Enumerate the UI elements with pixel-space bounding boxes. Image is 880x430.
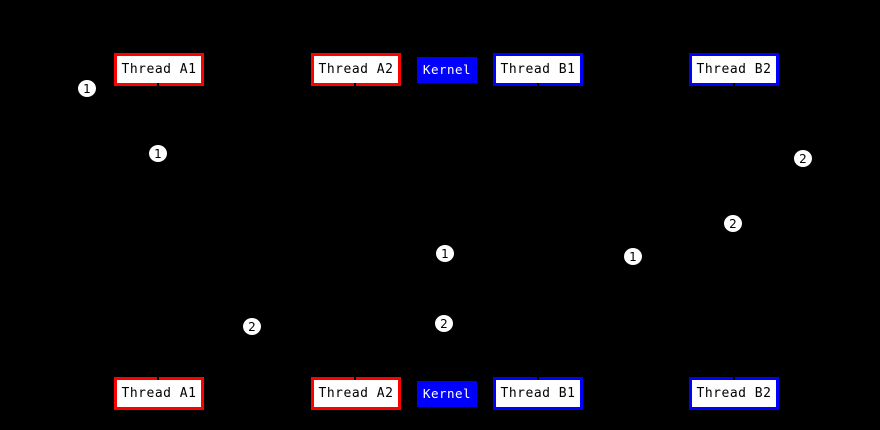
lifeline-tick-thread-a2-top bbox=[354, 83, 356, 90]
actor-box-thread-a2-bottom: Thread A2 bbox=[311, 377, 401, 410]
actor-box-thread-b2-top: Thread B2 bbox=[689, 53, 779, 86]
lifeline-tick-thread-b2-top bbox=[733, 83, 735, 90]
step-marker-8: 2 bbox=[243, 318, 261, 335]
step-marker-5: 1 bbox=[436, 245, 454, 262]
step-marker-6: 1 bbox=[624, 248, 642, 265]
lifeline-tick-thread-a1-top bbox=[157, 83, 159, 90]
actor-box-thread-a1-top: Thread A1 bbox=[114, 53, 204, 86]
step-marker-2: 1 bbox=[149, 145, 167, 162]
step-marker-4: 2 bbox=[724, 215, 742, 232]
lifeline-tick-thread-b1-bottom bbox=[537, 373, 539, 380]
lifeline-tick-thread-b2-bottom bbox=[733, 373, 735, 380]
lifeline-tick-thread-b1-top bbox=[537, 83, 539, 90]
actor-box-kernel-bottom: Kernel bbox=[417, 381, 477, 407]
step-marker-1: 1 bbox=[78, 80, 96, 97]
actor-box-kernel-top: Kernel bbox=[417, 57, 477, 83]
lifeline-tick-thread-a1-bottom bbox=[157, 373, 159, 380]
step-marker-7: 2 bbox=[435, 315, 453, 332]
actor-box-thread-a2-top: Thread A2 bbox=[311, 53, 401, 86]
actor-box-thread-b1-bottom: Thread B1 bbox=[493, 377, 583, 410]
step-marker-3: 2 bbox=[794, 150, 812, 167]
actor-box-thread-a1-bottom: Thread A1 bbox=[114, 377, 204, 410]
lifeline-tick-thread-a2-bottom bbox=[354, 373, 356, 380]
